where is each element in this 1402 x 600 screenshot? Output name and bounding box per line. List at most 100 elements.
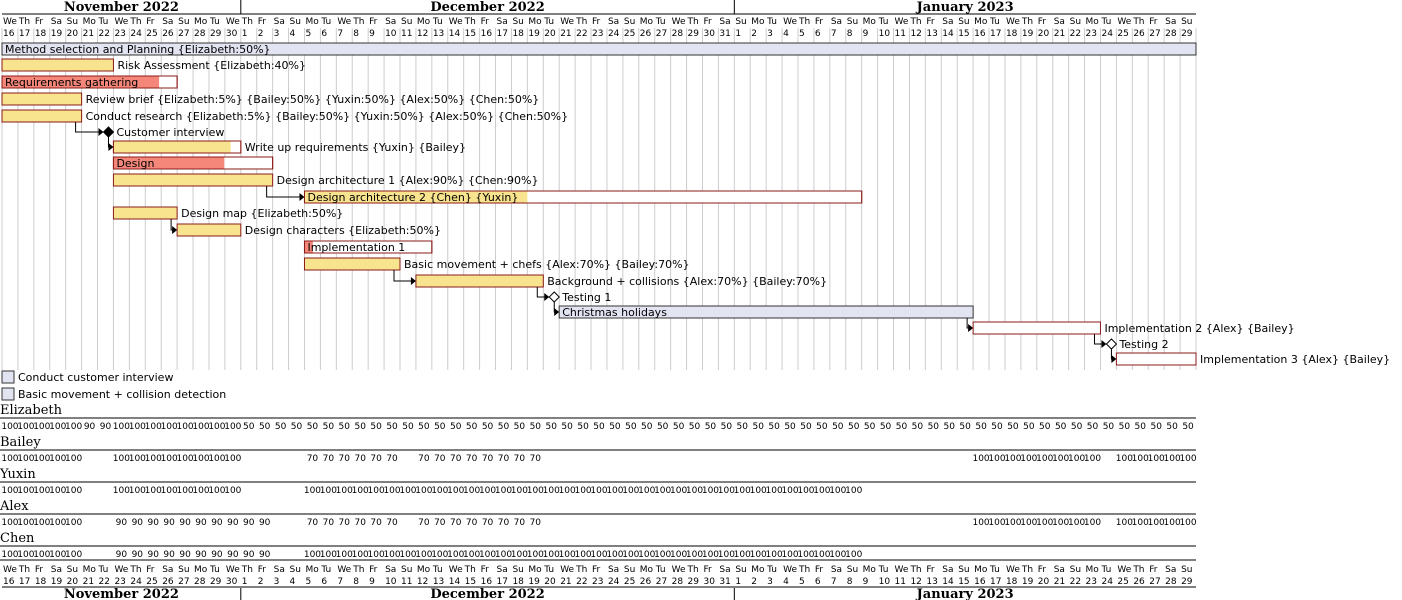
resource-load-value: 100 xyxy=(49,454,66,464)
footer-weekday-label: Mo xyxy=(83,565,97,575)
resource-load-value: 50 xyxy=(307,422,319,432)
footer-day-number: 22 xyxy=(1070,577,1081,587)
footer-day-number: 6 xyxy=(815,577,821,587)
resource-load-value: 100 xyxy=(654,550,671,560)
resource-load-value: 90 xyxy=(100,422,112,432)
resource-load-value: 100 xyxy=(734,486,751,496)
resource-load-value: 50 xyxy=(721,422,733,432)
resource-load-value: 100 xyxy=(129,454,146,464)
resource-load-value: 100 xyxy=(670,486,687,496)
task-bar xyxy=(176,223,242,237)
resource-load-value: 100 xyxy=(208,486,225,496)
resource-load-value: 70 xyxy=(307,518,319,528)
header-weekday-label: Mo xyxy=(83,17,97,27)
header-weekday-label: Su xyxy=(512,17,523,27)
resource-load-value: 100 xyxy=(208,454,225,464)
resource-load-value: 100 xyxy=(33,454,50,464)
footer-weekday-label: Su xyxy=(178,565,189,575)
header-weekday-label: Su xyxy=(1070,17,1081,27)
header-weekday-label: Tu xyxy=(655,17,666,27)
footer-weekday-label: Th xyxy=(798,565,810,575)
resource-load-value: 100 xyxy=(33,486,50,496)
resource-load-value: 50 xyxy=(641,422,653,432)
footer-day-number: 23 xyxy=(114,577,125,587)
header-weekday-label: Su xyxy=(67,17,78,27)
resource-load-value: 100 xyxy=(495,486,512,496)
resource-load-value: 50 xyxy=(577,422,589,432)
resource-load-value: 50 xyxy=(784,422,796,432)
footer-weekday-label: Sa xyxy=(719,565,730,575)
footer-weekday-label: Tu xyxy=(432,565,443,575)
header-day-number: 14 xyxy=(449,29,461,39)
milestone-label: Customer interview xyxy=(116,126,224,139)
resource-load-value: 100 xyxy=(113,486,130,496)
header-weekday-label: Tu xyxy=(878,17,889,27)
footer-day-number: 30 xyxy=(703,577,715,587)
resource-load-value: 100 xyxy=(463,486,480,496)
footer-weekday-label: Tu xyxy=(320,565,331,575)
resource-load-value: 100 xyxy=(1179,518,1196,528)
header-day-number: 6 xyxy=(815,29,821,39)
header-month-label: December 2022 xyxy=(430,0,544,15)
header-day-number: 23 xyxy=(114,29,125,39)
resource-load-value: 50 xyxy=(1071,422,1083,432)
task-label: Christmas holidays xyxy=(562,306,667,319)
footer-day-number: 8 xyxy=(353,577,359,587)
resource-load-value: 100 xyxy=(352,486,369,496)
header-weekday-label: Fr xyxy=(1038,17,1047,27)
header-day-number: 19 xyxy=(1022,29,1034,39)
resource-load-value: 70 xyxy=(434,454,446,464)
header-day-number: 15 xyxy=(958,29,969,39)
header-day-number: 28 xyxy=(672,29,684,39)
resource-load-value: 70 xyxy=(450,454,462,464)
header-weekday-label: Mo xyxy=(194,17,208,27)
task-bar xyxy=(972,321,1101,335)
resource-load-value: 100 xyxy=(972,454,989,464)
legend-label: Basic movement + collision detection xyxy=(18,388,226,401)
header-day-number: 9 xyxy=(863,29,869,39)
resource-load-value: 100 xyxy=(527,486,544,496)
header-day-number: 26 xyxy=(1133,29,1145,39)
resource-load-value: 90 xyxy=(243,550,255,560)
resource-load-value: 70 xyxy=(514,454,526,464)
header-day-number: 14 xyxy=(942,29,954,39)
resource-load-value: 50 xyxy=(1103,422,1115,432)
footer-day-number: 25 xyxy=(624,577,635,587)
task-remaining-fill xyxy=(230,141,241,153)
milestone-label: Testing 2 xyxy=(1118,338,1168,351)
footer-weekday-label: Tu xyxy=(1100,565,1111,575)
resource-load-value: 90 xyxy=(116,550,128,560)
resource-load-value: 100 xyxy=(1148,454,1165,464)
footer-weekday-label: Sa xyxy=(51,565,62,575)
footer-weekday-label: We xyxy=(3,565,17,575)
dependency-arrowhead xyxy=(1111,355,1117,363)
header-weekday-label: Mo xyxy=(751,17,765,27)
footer-day-number: 15 xyxy=(958,577,969,587)
footer-weekday-label: We xyxy=(449,565,463,575)
resource-load-value: 50 xyxy=(339,422,351,432)
resource-load-value: 100 xyxy=(399,550,416,560)
footer-weekday-label: Sa xyxy=(162,565,173,575)
footer-weekday-label: Su xyxy=(624,565,635,575)
header-month-label: November 2022 xyxy=(64,0,179,15)
header-day-number: 19 xyxy=(51,29,63,39)
header-day-number: 28 xyxy=(1165,29,1177,39)
dependency-arrowhead xyxy=(544,293,550,301)
resource-load-value: 70 xyxy=(323,454,335,464)
resource-load-value: 50 xyxy=(514,422,526,432)
footer-weekday-label: Th xyxy=(909,565,921,575)
resource-load-value: 100 xyxy=(670,550,687,560)
resource-load-value: 100 xyxy=(336,550,353,560)
header-weekday-label: We xyxy=(337,17,351,27)
resource-load-value: 50 xyxy=(482,422,494,432)
footer-day-number: 1 xyxy=(735,577,741,587)
milestone-diamond xyxy=(102,126,115,138)
footer-weekday-label: Su xyxy=(512,565,523,575)
header-weekday-label: Su xyxy=(290,17,301,27)
task-label: Review brief {Elizabeth:5%} {Bailey:50%}… xyxy=(86,93,540,106)
resource-load-value: 100 xyxy=(988,454,1005,464)
header-weekday-label: Fr xyxy=(815,17,824,27)
footer-day-number: 11 xyxy=(401,577,412,587)
header-weekday-label: Tu xyxy=(98,17,109,27)
footer-weekday-label: Tu xyxy=(878,565,889,575)
